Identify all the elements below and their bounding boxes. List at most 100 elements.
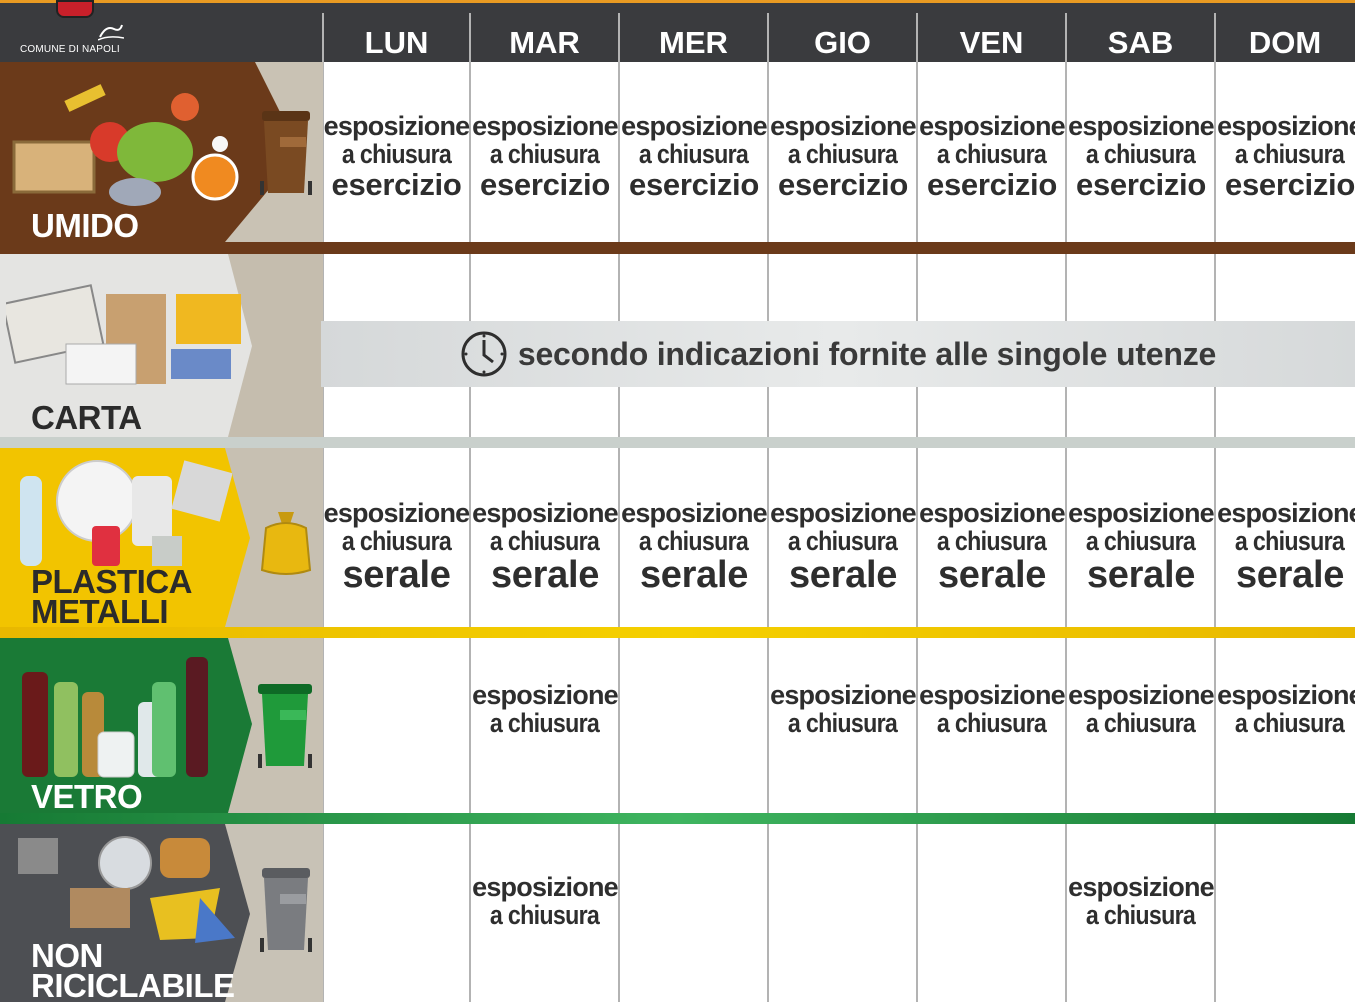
glass-waste-icon: [22, 657, 208, 778]
non-recyclable-waste-icon: [18, 836, 235, 943]
schedule-text: esposizione: [1068, 872, 1215, 902]
grid-line: [1214, 62, 1216, 1002]
category-label-line1: NON: [31, 937, 103, 974]
grid-line: [469, 62, 471, 1002]
category-carta: CARTA: [0, 254, 323, 437]
schedule-text: esposizione: [1068, 111, 1215, 141]
category-vetro: VETRO: [0, 638, 323, 813]
schedule-text: a chiusura: [490, 139, 600, 169]
grid-line: [618, 62, 620, 1002]
schedule-text: esposizione: [919, 498, 1066, 528]
schedule-text: serale: [1235, 554, 1345, 596]
comune-logo: COMUNE DI NAPOLI: [20, 0, 130, 57]
brown-bin-icon: [260, 111, 312, 195]
schedule-text: esercizio: [927, 167, 1057, 202]
vetro-band: [0, 813, 1355, 824]
schedule-text: esposizione: [323, 111, 471, 141]
schedule-text: esercizio: [1225, 167, 1355, 202]
schedule-text: a chiusura: [1235, 139, 1345, 169]
grey-bin-icon: [260, 868, 312, 952]
schedule-text: esercizio: [331, 167, 462, 202]
schedule-text: esposizione: [919, 680, 1066, 710]
schedule-text: a chiusura: [341, 526, 452, 556]
category-label-line2: METALLI: [31, 593, 169, 627]
plastic-waste-icon: [20, 460, 232, 566]
schedule-text: serale: [1086, 554, 1196, 596]
schedule-text: esposizione: [1068, 680, 1215, 710]
category-label-line1: PLASTICA: [31, 563, 193, 600]
schedule-text: a chiusura: [341, 139, 452, 169]
carta-band: [0, 437, 1355, 448]
schedule-text: esercizio: [1076, 167, 1206, 202]
schedule-text: a chiusura: [1086, 900, 1196, 930]
schedule-text: a chiusura: [937, 526, 1047, 556]
schedule-text: esposizione: [472, 872, 619, 902]
clock-icon: [461, 331, 507, 377]
grid-line: [322, 62, 324, 1002]
day-header-mer: MER: [659, 25, 728, 60]
category-label-line2: RICICLABILE: [31, 967, 235, 1002]
schedule-text: serale: [788, 554, 898, 596]
schedule-text: a chiusura: [1086, 526, 1196, 556]
organic-waste-icon: [12, 84, 239, 206]
grid-line: [916, 62, 918, 1002]
schedule-text: a chiusura: [1235, 526, 1345, 556]
schedule-text: esposizione: [919, 111, 1066, 141]
schedule-text: a chiusura: [788, 708, 898, 738]
schedule-text: esercizio: [778, 167, 908, 202]
schedule-text: a chiusura: [639, 526, 749, 556]
grid-line: [1065, 62, 1067, 1002]
schedule-text: esposizione: [621, 498, 768, 528]
schedule-text: esercizio: [480, 167, 610, 202]
schedule-text: a chiusura: [1235, 708, 1345, 738]
schedule-text: esercizio: [629, 167, 759, 202]
schedule-text: esposizione: [770, 498, 917, 528]
schedule-text: a chiusura: [788, 139, 898, 169]
schedule-text: esposizione: [1217, 111, 1355, 141]
schedule-text: a chiusura: [788, 526, 898, 556]
schedule-text: serale: [342, 554, 451, 596]
category-non-riciclabile: NON RICICLABILE: [0, 824, 323, 1002]
schedule-text: a chiusura: [1086, 139, 1196, 169]
crest-icon: [56, 0, 94, 18]
schedule-text: serale: [490, 554, 600, 596]
schedule-text: esposizione: [770, 680, 917, 710]
yellow-bag-icon: [260, 512, 312, 575]
category-umido: UMIDO: [0, 62, 323, 242]
schedule-text: a chiusura: [490, 900, 600, 930]
day-header-sab: SAB: [1107, 25, 1174, 60]
schedule-text: esposizione: [472, 111, 619, 141]
umido-band: [0, 242, 1355, 254]
category-label: CARTA: [31, 399, 142, 436]
schedule-text: a chiusura: [490, 708, 600, 738]
header-bar: COMUNE DI NAPOLI LUN MAR MER GIO VEN SAB…: [0, 0, 1355, 65]
schedule-text: a chiusura: [937, 708, 1047, 738]
carta-info-banner: secondo indicazioni fornite alle singole…: [321, 321, 1355, 387]
day-header-mar: MAR: [509, 25, 580, 60]
schedule-text: esposizione: [472, 680, 619, 710]
schedule-text: esposizione: [1068, 498, 1215, 528]
schedule-text: a chiusura: [490, 526, 600, 556]
category-label: VETRO: [31, 778, 143, 813]
schedule-text: a chiusura: [1086, 708, 1196, 738]
schedule-text: esposizione: [621, 111, 768, 141]
plastica-band: [0, 627, 1355, 638]
schedule-text: a chiusura: [639, 139, 749, 169]
day-header-lun: LUN: [364, 25, 429, 60]
carta-info-text: secondo indicazioni fornite alle singole…: [517, 335, 1217, 372]
